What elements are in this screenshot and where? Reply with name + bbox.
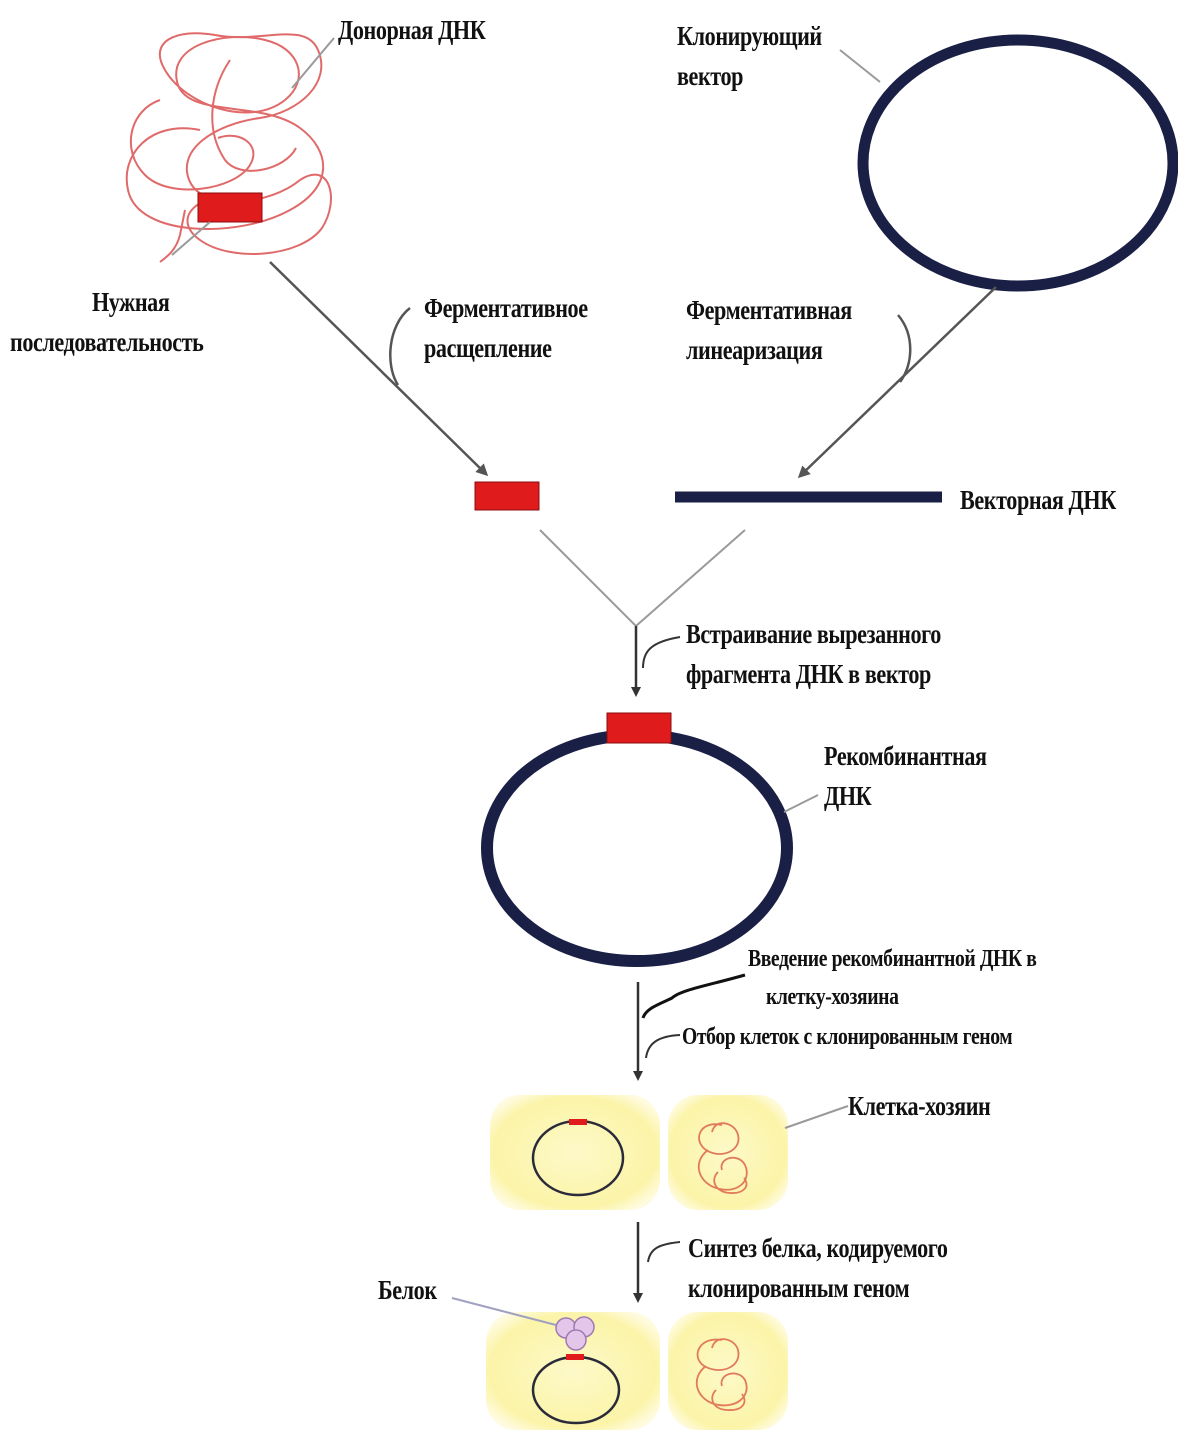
cleavage-curve — [389, 307, 411, 386]
host-cell-leader — [784, 1105, 849, 1129]
cleavage-arrow — [269, 261, 489, 477]
label-enzymatic-cleavage: Ферментативное расщепление — [424, 293, 588, 363]
label-recombinant-dna: Рекомбинантная ДНК — [824, 741, 987, 811]
label-enzymatic-linearization: Ферментативная линеаризация — [686, 295, 852, 365]
cloning-vector-circle — [857, 34, 1178, 292]
host-cell-2-chromosome — [697, 1122, 748, 1194]
ligation-line-left — [539, 529, 637, 627]
host-cell-4 — [668, 1312, 788, 1430]
donor-dna-leader — [291, 37, 335, 89]
donor-target-fragment — [197, 192, 263, 223]
protein-leader — [451, 1297, 557, 1326]
label-donor-dna: Донорная ДНК — [338, 15, 486, 45]
recombinant-insert — [606, 712, 672, 744]
label-selection: Отбор клеток с клонированным геном — [682, 1024, 1013, 1050]
recombinant-leader — [783, 794, 819, 813]
synthesis-curve — [647, 1241, 681, 1263]
label-target-sequence-line2: последовательность — [10, 327, 204, 357]
host-cell-4-chromosome — [695, 1338, 748, 1411]
selection-curve — [645, 1034, 681, 1059]
ligation-line-right — [635, 529, 746, 627]
host-cell-1-insert — [569, 1119, 587, 1125]
target-seq-leader — [171, 221, 211, 256]
label-protein-synthesis: Синтез белка, кодируемого клонированным … — [688, 1233, 948, 1303]
label-introduction-line2: клетку-хозяина — [766, 984, 899, 1010]
label-introduction: Введение рекомбинантной ДНК в — [748, 946, 1037, 972]
excised-fragment — [474, 481, 540, 511]
label-target-sequence: Нужная — [92, 287, 170, 317]
linearization-arrow — [797, 286, 997, 479]
label-cloning-vector: Клонирующий вектор — [677, 21, 822, 91]
linearization-curve — [897, 314, 912, 383]
recombinant-dna-circle — [481, 729, 793, 967]
cloning-vector-leader — [839, 49, 881, 83]
label-insertion: Встраивание вырезанного фрагмента ДНК в … — [686, 619, 941, 689]
protein-molecule — [555, 1316, 595, 1351]
label-protein: Белок — [378, 1275, 437, 1305]
host-cell-1 — [490, 1095, 660, 1210]
donor-dna-tangle — [125, 32, 332, 263]
label-host-cell: Клетка-хозяин — [848, 1091, 991, 1121]
introduction-curve — [641, 973, 746, 1019]
label-vector-dna: Векторная ДНК — [960, 485, 1116, 515]
insertion-curve — [642, 636, 681, 669]
host-cell-3-insert — [566, 1354, 584, 1360]
